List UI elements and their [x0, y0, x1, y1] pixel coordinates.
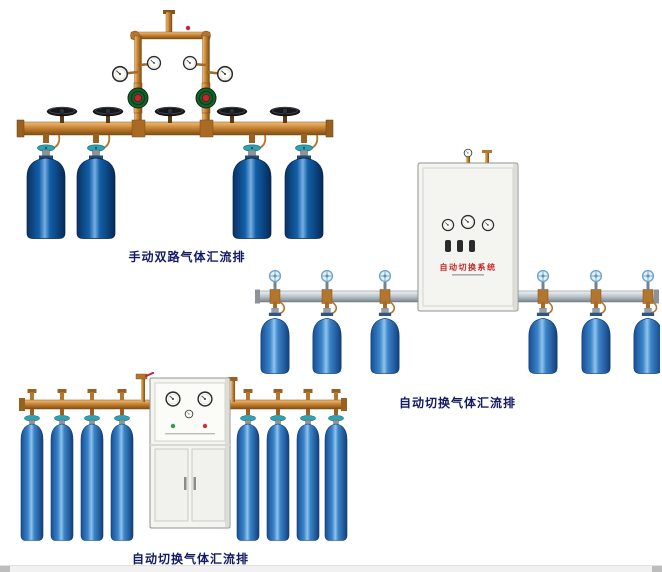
pressure-gauge: [216, 65, 234, 83]
gas-cylinder: [50, 415, 74, 541]
gas-cylinder: [266, 415, 290, 541]
auto-switch-wall-illustration: 自动切换系统: [255, 148, 660, 374]
small-red-valve: [185, 25, 191, 31]
station: [633, 269, 660, 374]
gas-cylinder: [260, 308, 290, 374]
cylinder-bank: [20, 389, 348, 541]
gas-cylinder: [581, 308, 611, 374]
vent-slot: [457, 240, 463, 252]
pigtail-tube: [650, 301, 658, 314]
cylinder-valve-wheel: [378, 269, 392, 283]
figure-auto-switch-floor: 自动切换气体汇流排: [15, 372, 350, 567]
door-handle: [184, 477, 187, 490]
cylinder-stations: [260, 269, 660, 374]
station: [581, 269, 611, 374]
cabinet-gauge: [460, 214, 476, 230]
vent-slot: [469, 240, 475, 252]
gas-cylinder: [312, 308, 342, 374]
header-pipe-assembly: [130, 10, 211, 123]
pressure-gauge: [463, 148, 473, 158]
gas-cylinder: [528, 308, 558, 374]
gas-cylinder: [296, 415, 320, 541]
gas-cylinder: [80, 415, 104, 541]
valve-handwheel: [216, 106, 248, 123]
pressure-regulator-right: [195, 82, 217, 114]
cabinet-gauge: [165, 391, 181, 407]
gas-cylinder: [370, 308, 400, 374]
bottom-edge-mark-left: [0, 566, 10, 572]
station: [260, 269, 290, 374]
pigtail-tube: [545, 301, 554, 315]
station: [528, 269, 558, 374]
pigtail-tube: [598, 301, 607, 315]
gas-cylinder: [633, 308, 660, 374]
cabinet-gauge: [197, 391, 213, 407]
gas-cylinder: [20, 415, 44, 541]
valve-lever: [144, 372, 155, 378]
pigtail-tube: [329, 301, 338, 315]
figure-caption: 自动切换气体汇流排: [131, 552, 249, 566]
station: [110, 389, 134, 541]
station: [20, 389, 44, 541]
cabinet-gauge: [441, 218, 455, 232]
auto-switch-floor-illustration: [19, 372, 348, 541]
pressure-gauge: [146, 55, 162, 71]
cylinder-valve-wheel: [268, 269, 282, 283]
bottom-edge-mark-right: [652, 566, 662, 572]
vent-slot: [445, 240, 451, 252]
figure-manual-dual-manifold: 手动双路气体汇流排: [10, 8, 340, 265]
pressure-gauge: [182, 55, 198, 71]
cylinder-valve-wheel: [320, 269, 334, 283]
valve-handwheel: [46, 106, 78, 123]
valve-handwheel: [92, 106, 124, 123]
door-handle: [193, 477, 196, 490]
gas-cylinder: [236, 415, 260, 541]
station: [370, 269, 400, 374]
page-bottom-edge: [0, 565, 662, 572]
control-cabinet: [149, 377, 231, 529]
figure-caption: 手动双路气体汇流排: [128, 250, 246, 264]
cylinder-valve-wheel: [589, 269, 603, 283]
indicator-light-red: [202, 423, 208, 429]
gas-cylinder: [110, 415, 134, 541]
cylinder-valve-wheel: [641, 269, 655, 283]
cylinder-bank: [26, 134, 324, 239]
cabinet-gauge: [481, 218, 495, 232]
station: [296, 389, 320, 541]
station: [312, 269, 342, 374]
cabinet-door-right: [191, 448, 226, 522]
station: [324, 389, 348, 541]
cylinder-valve-wheel: [536, 269, 550, 283]
gas-cylinder: [324, 415, 348, 541]
indicator-light-green: [170, 423, 176, 429]
figure-auto-switch-wall: 自动切换系统 自动切换气体汇流排: [255, 148, 660, 411]
pigtail-tube: [277, 301, 286, 315]
pigtail-tube: [387, 301, 396, 315]
station: [80, 389, 104, 541]
pressure-gauge: [111, 65, 129, 83]
gas-cylinder: [26, 144, 66, 239]
cabinet-door-left: [154, 448, 189, 522]
pressure-regulator-left: [127, 82, 149, 114]
valve-handwheel: [154, 106, 186, 123]
valve-handwheel: [269, 106, 301, 123]
cabinet-riser-pipes: [135, 372, 238, 402]
manifold-pipe: [16, 119, 334, 138]
cabinet-gauge: [184, 409, 194, 419]
manual-dual-manifold-illustration: [16, 10, 334, 239]
cabinet-label: 自动切换系统: [440, 262, 497, 272]
figure-caption: 自动切换气体汇流排: [398, 396, 516, 410]
station: [50, 389, 74, 541]
gas-cylinder: [76, 144, 116, 239]
station: [266, 389, 290, 541]
control-cabinet: 自动切换系统: [417, 148, 519, 312]
station: [236, 389, 260, 541]
